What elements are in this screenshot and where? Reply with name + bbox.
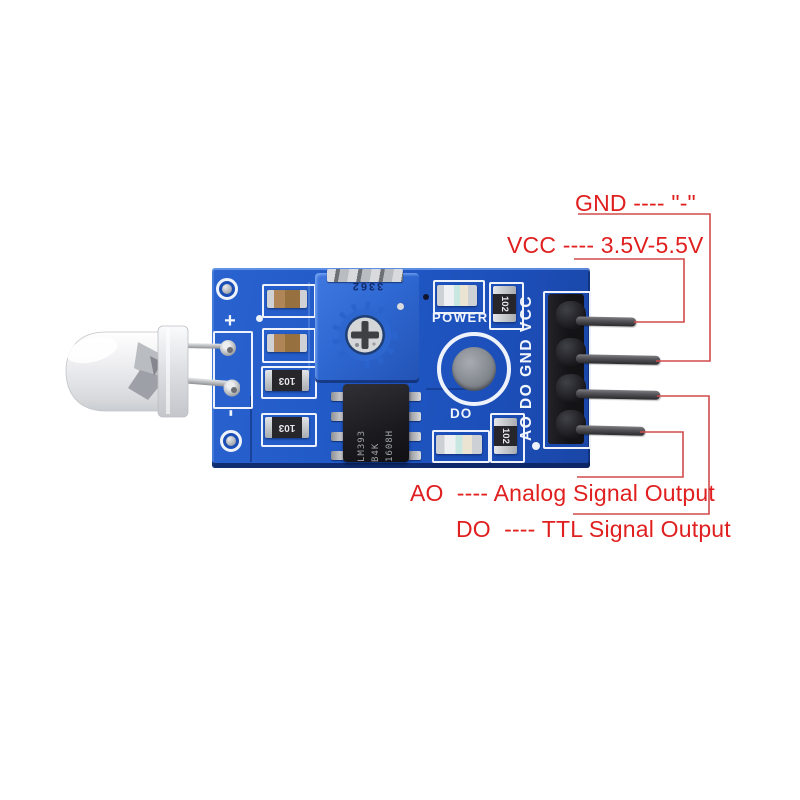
do-label: DO <box>450 406 473 421</box>
smd-resistor-103: 103 <box>265 417 309 438</box>
resistor-end <box>302 370 309 391</box>
resistor-outline <box>261 413 317 447</box>
trimmer-dial <box>332 302 398 368</box>
hole-plating <box>222 284 232 294</box>
ic-lead <box>331 432 344 441</box>
solder-joint-core <box>227 347 233 353</box>
ic-lead <box>331 392 344 401</box>
ao-callout-label: AO ---- Analog Signal Output <box>410 480 715 506</box>
sensor-ring-outline <box>437 332 511 406</box>
mounting-hole-bottom-left <box>220 430 242 452</box>
gnd-callout-line <box>578 213 711 362</box>
ic-lead <box>408 392 421 401</box>
resistor-end <box>265 370 272 391</box>
ic-lead <box>331 412 344 421</box>
led-highlight <box>66 336 118 364</box>
ao-callout-line <box>577 431 684 478</box>
smd-capacitor <box>267 290 307 308</box>
trimmer-rivet <box>397 303 404 310</box>
resistor-end <box>494 418 517 426</box>
do-led <box>436 435 482 454</box>
trimmer-potentiometer: 3362 <box>315 269 419 383</box>
resistor-end <box>493 286 516 294</box>
resistor-outline <box>490 413 525 463</box>
solder-joint-core <box>231 387 237 393</box>
ic-lead <box>408 451 421 460</box>
led-pad-outline <box>213 331 253 409</box>
header-outline <box>543 291 591 449</box>
resistor-outline <box>489 282 524 330</box>
led-leg-anode <box>179 343 230 349</box>
do-led-outline <box>432 430 490 463</box>
trimmer-metal-clip <box>327 269 403 282</box>
hole-plating <box>226 436 236 446</box>
resistor-marking: 102 <box>493 294 516 314</box>
ic-lead <box>331 451 344 460</box>
resistor-outline <box>261 366 317 399</box>
plus-mark: + <box>224 310 236 332</box>
mounting-hole-top-left <box>216 278 238 300</box>
smd-resistor-102: 102 <box>494 418 517 454</box>
resistor-end <box>265 417 272 438</box>
resistor-marking: 102 <box>494 426 517 446</box>
led-reflector <box>128 370 166 400</box>
pcb-trace <box>250 396 252 462</box>
do-callout-line <box>573 395 710 515</box>
gnd-callout-label: GND ---- "-" <box>575 190 696 216</box>
silkscreen-dot <box>256 315 263 322</box>
via-dot <box>423 294 429 300</box>
vcc-callout-label: VCC ---- 3.5V-5.5V <box>507 232 704 258</box>
pcb-board: + - 103 103 3362 <box>212 268 591 468</box>
led-flange-highlight <box>166 329 170 414</box>
smd-resistor-103: 103 <box>265 370 309 391</box>
silkscreen-dot <box>532 442 540 450</box>
ic-lead <box>408 432 421 441</box>
do-callout-label: DO ---- TTL Signal Output <box>456 516 731 542</box>
resistor-end <box>302 417 309 438</box>
smd-capacitor <box>267 334 307 352</box>
pcb-trace <box>308 282 310 378</box>
ic-lead <box>408 412 421 421</box>
power-label: POWER <box>432 310 489 325</box>
power-led-outline <box>433 280 485 314</box>
clear-led <box>65 325 240 418</box>
led-leg-cathode <box>179 377 232 387</box>
resistor-end <box>493 314 516 322</box>
sensor-disc <box>452 347 496 391</box>
resistor-end <box>494 446 517 454</box>
vcc-callout-line <box>574 258 685 323</box>
power-led <box>437 285 477 306</box>
led-flange <box>157 325 189 418</box>
smd-resistor-102: 102 <box>493 286 516 322</box>
lm393-ic: LM393 B4K 1608H <box>343 384 409 462</box>
